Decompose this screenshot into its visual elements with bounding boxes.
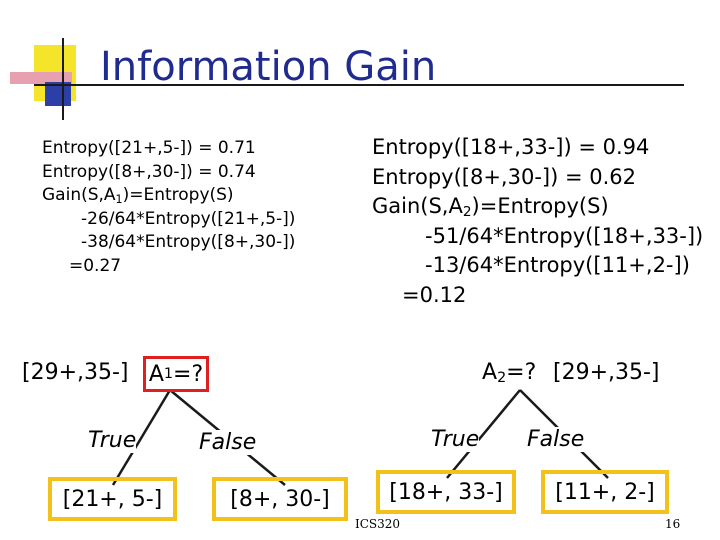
right-node-subscript: 2 [497,370,507,386]
right-node-suffix: =? [506,360,537,385]
left-true-label: True [88,428,137,453]
left-root-counts: [29+,35-] [22,360,129,385]
right-gain-line: Gain(S,A2)=Entropy(S) [372,192,703,222]
logo-vertical-line [62,38,64,120]
right-term-2: -13/64*Entropy([11+,2-]) [425,253,690,277]
left-false-label: False [199,430,257,455]
left-term-2: -38/64*Entropy([8+,30-]) [81,232,296,252]
right-true-edge [446,389,521,479]
right-entropy-2: Entropy([8+,30-]) = 0.62 [372,164,636,189]
right-calculation: Entropy([18+,33-]) = 0.94 Entropy([8+,30… [372,133,703,310]
right-entropy-1: Entropy([18+,33-]) = 0.94 [372,135,650,159]
left-node-prefix: A [148,361,164,387]
right-gain-prefix: Gain(S,A [372,194,463,218]
left-calculation: Entropy([21+,5-]) = 0.71 Entropy([8+,30-… [42,137,295,278]
right-false-leaf: [11+, 2-] [541,470,669,514]
logo-blue-square [45,82,71,106]
left-gain-suffix: )=Entropy(S) [122,185,234,205]
right-true-label: True [431,427,480,452]
left-result: =0.27 [69,255,122,276]
left-gain-line: Gain(S,A1)=Entropy(S) [42,184,295,208]
footer-course: ICS320 [355,517,401,531]
right-gain-subscript: 2 [462,204,472,220]
logo-pink-bar [10,72,72,84]
right-result: =0.12 [402,282,467,307]
right-true-leaf: [18+, 33-] [376,470,516,514]
right-gain-suffix: )=Entropy(S) [471,194,609,218]
right-term-1: -51/64*Entropy([18+,33-]) [425,223,704,248]
right-false-label: False [527,427,585,452]
footer-page-number: 16 [665,517,681,531]
title-underline [34,84,684,86]
right-root-counts: [29+,35-] [553,360,660,385]
left-gain-prefix: Gain(S,A [42,185,116,205]
right-attribute-node: A2=? [482,360,536,385]
left-gain-subscript: 1 [115,193,123,206]
left-entropy-2: Entropy([8+,30-]) = 0.74 [42,161,256,182]
right-node-prefix: A [482,360,498,385]
slide-title: Information Gain [100,44,437,90]
left-node-suffix: =? [173,361,204,387]
left-true-leaf: [21+, 5-] [48,477,177,521]
left-true-edge [111,389,172,486]
left-false-leaf: [8+, 30-] [212,477,348,521]
left-entropy-1: Entropy([21+,5-]) = 0.71 [42,138,256,158]
left-term-1: -26/64*Entropy([21+,5-]) [81,208,296,229]
